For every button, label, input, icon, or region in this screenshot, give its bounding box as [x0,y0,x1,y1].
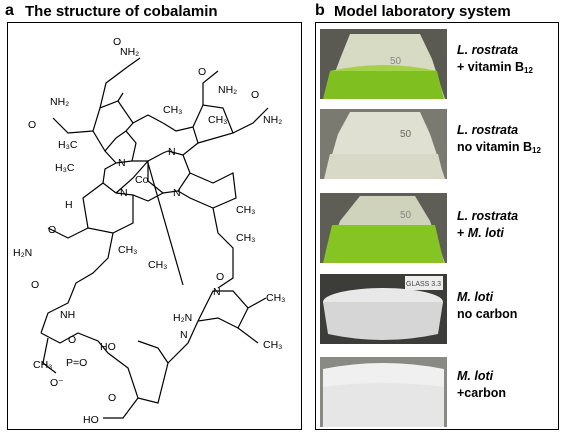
atom-p: P=O [66,357,87,369]
caption-5-condition: +carbon [457,386,506,400]
caption-1-organism: L. rostrata [457,43,519,57]
atom-ch3-low: CH₃ [33,359,52,371]
atom-o-low: O [31,279,39,291]
panel-a-frame [7,22,302,430]
panel-b-letter: b [315,2,325,19]
panel-a-title: The structure of cobalamin [25,3,218,20]
corrin-ring [40,57,269,419]
flask-photo-5 [320,357,447,427]
flask-photo-4: GLASS 3.3 [320,274,447,344]
atom-n-benz: N [213,286,221,298]
flask-photo-1: 50 [320,29,447,99]
atom-ch3-top: CH₃ [163,104,182,116]
atom-o-lowright: O [216,271,224,283]
caption-3: L. rostrata + M. loti [457,208,518,242]
flask-4-mark: GLASS 3.3 [406,281,441,288]
panel-a-letter: a [5,2,14,19]
caption-5: M. loti +carbon [457,368,506,402]
atom-o-ring: O [68,334,76,346]
atom-nh2-right: NH₂ [263,114,282,126]
caption-5-organism: M. loti [457,369,494,383]
atom-ch3-right2: CH₃ [236,232,255,244]
atom-n-3: N [120,187,128,199]
caption-3-condition: + M. loti [457,226,504,240]
caption-4-condition: no carbon [457,307,518,321]
flask-3-mark: 50 [400,210,412,221]
atom-n-benz2: N [180,329,188,341]
atom-nh2-top: NH₂ [120,46,139,58]
atom-nh2-left: NH₂ [50,96,69,108]
flask-photo-2: 50 [320,109,447,179]
atom-nh: NH [60,309,75,321]
atom-h: H [65,199,73,211]
atom-o-right: O [251,89,259,101]
atom-o-left: O [28,119,36,131]
atom-o-mid: O [48,224,56,236]
atom-ch3-benz: CH₃ [263,339,282,351]
atom-n-1: N [118,157,126,169]
caption-1-condition: + vitamin B12 [457,60,533,75]
atom-h3c-left: H₃C [58,139,78,151]
caption-3-organism: L. rostrata [457,209,519,223]
atom-o-topright: O [198,66,206,78]
panel-b-title: Model laboratory system [334,3,511,20]
caption-2: L. rostrata no vitamin B12 [457,122,541,159]
atom-h2n-left: H₂N [13,247,32,259]
caption-2-condition: no vitamin B12 [457,140,541,155]
atom-ch3-mid: CH₃ [118,244,137,256]
atom-ho: HO [100,341,116,353]
cobalamin-structure: NH₂ O NH₂ O NH₂ O NH₂ O CH₃ CH₃ H₃C H₃C … [13,36,285,426]
atom-n-2: N [168,146,176,158]
atom-h3c-left2: H₃C [55,162,75,174]
atom-o-top: O [113,36,121,48]
flask-1-mark: 50 [390,56,402,67]
caption-4: M. loti no carbon [457,289,517,323]
caption-4-organism: M. loti [457,290,494,304]
caption-1: L. rostrata + vitamin B12 [457,42,533,79]
atom-o-sugar: O [108,392,116,404]
atom-o-minus: O⁻ [50,377,64,389]
atom-nh2-topright: NH₂ [218,84,237,96]
atom-n-4: N [173,187,181,199]
atom-co: Co [135,174,149,186]
panel-b-frame [315,22,559,430]
atom-h2n-low: H₂N [173,312,192,324]
atom-ch3-benz2: CH₃ [266,292,285,304]
atom-ch3-topright: CH₃ [208,114,227,126]
caption-2-organism: L. rostrata [457,123,519,137]
atom-ho-bottom: HO [83,414,99,426]
flask-photo-3: 50 [320,193,447,263]
flask-2-mark: 50 [400,129,412,140]
atom-ch3-right: CH₃ [236,204,255,216]
atom-ch3-mid2: CH₃ [148,259,167,271]
